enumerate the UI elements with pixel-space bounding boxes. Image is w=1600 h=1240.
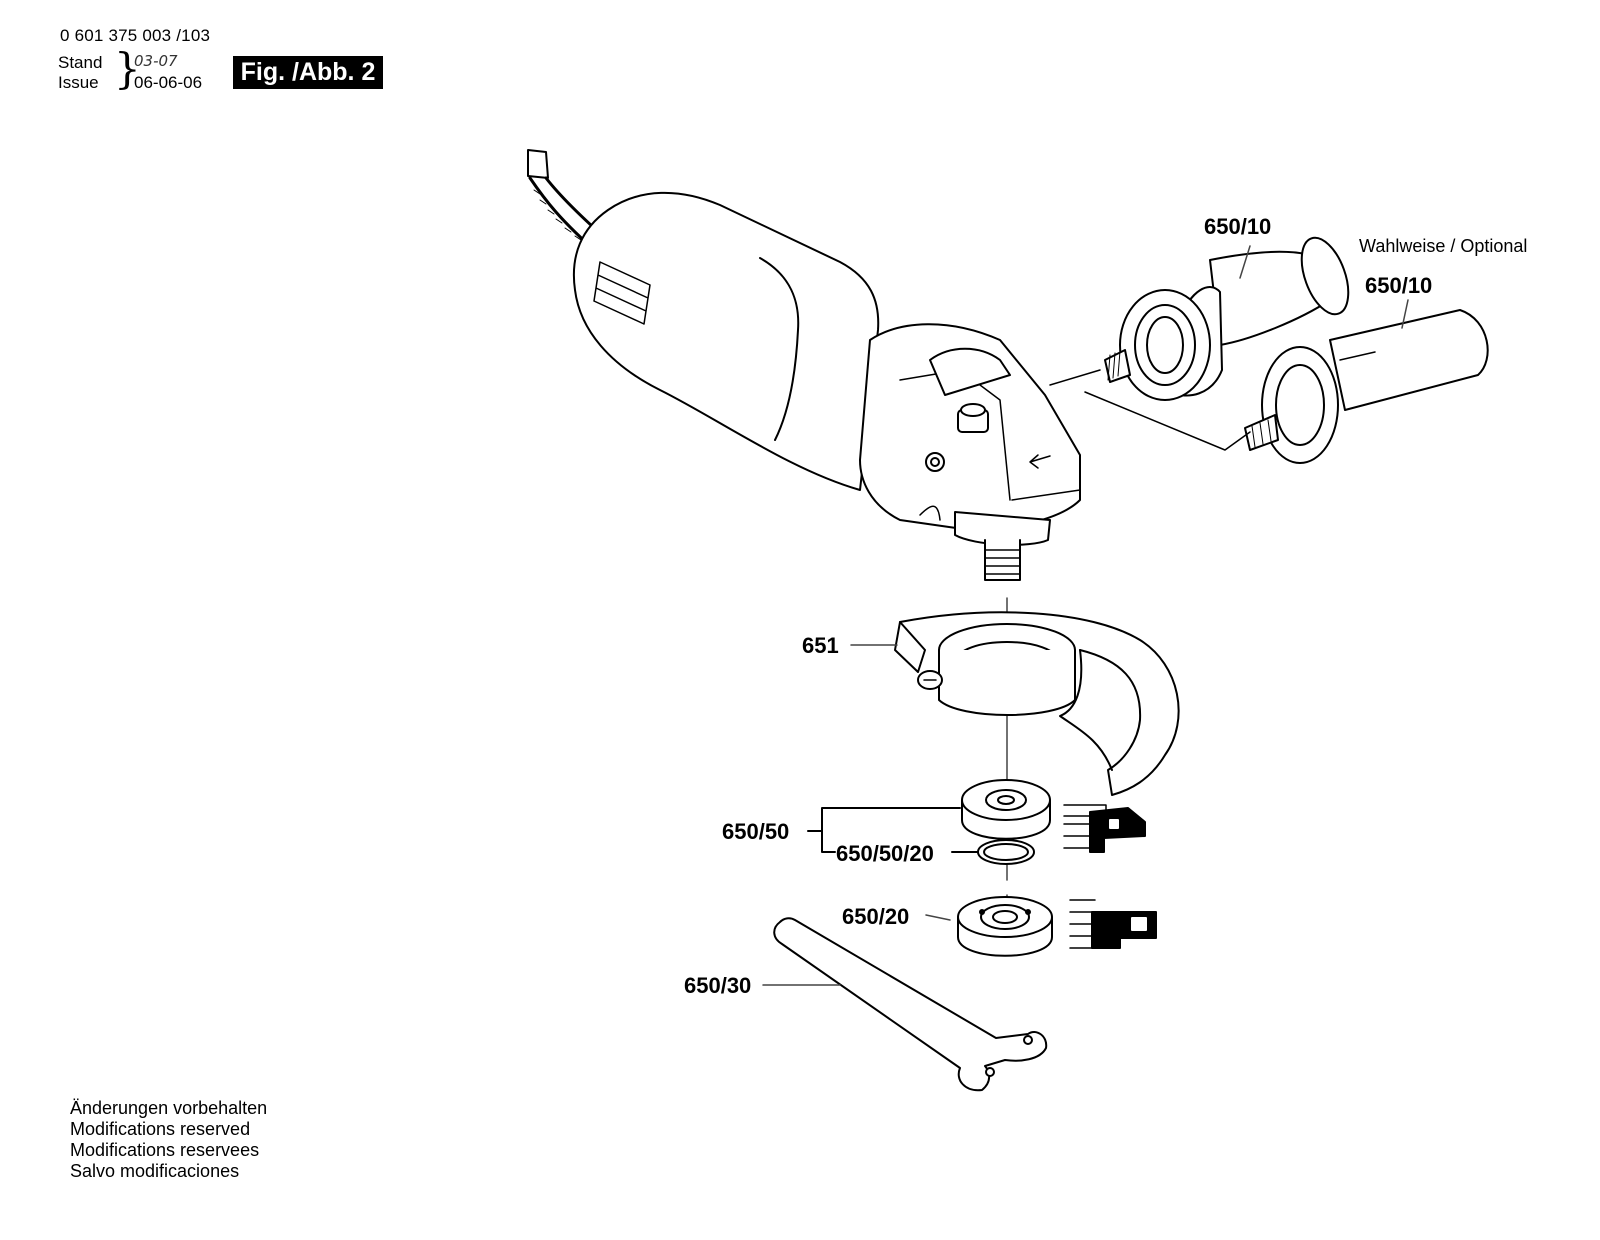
mounting-flange xyxy=(961,779,1051,840)
callout-650-20: 650/20 xyxy=(842,904,910,929)
stand-label: Stand xyxy=(58,53,103,72)
two-pin-spanner xyxy=(773,917,1048,1092)
flange-cross-section-icon xyxy=(1063,804,1146,853)
footer-line-fr: Modifications reservees xyxy=(70,1140,260,1160)
optional-handle-leader xyxy=(1084,391,1251,451)
leader-650-50-bracket xyxy=(807,807,979,853)
wheel-guard xyxy=(894,611,1180,796)
leader-650-20 xyxy=(925,914,951,921)
leader-650-10-b xyxy=(1401,299,1409,329)
issue-label: Issue xyxy=(58,73,99,92)
callout-650-50-20: 650/50/20 xyxy=(836,841,934,866)
footer-line-es: Salvo modificaciones xyxy=(70,1161,240,1181)
stand-value: 03-07 xyxy=(134,52,178,70)
callout-650-10-b: 650/10 xyxy=(1365,273,1433,298)
handle-axis-line xyxy=(1049,369,1101,386)
callout-650-30: 650/30 xyxy=(684,973,752,998)
footer-line-de: Änderungen vorbehalten xyxy=(70,1098,268,1118)
side-handle-upper xyxy=(1104,236,1350,401)
part-number: 0 601 375 003 /103 xyxy=(60,26,211,45)
brace-symbol: } xyxy=(114,44,141,93)
spindle xyxy=(954,511,1051,581)
nut-cross-section-icon xyxy=(1069,899,1157,949)
o-ring xyxy=(977,839,1035,865)
leader-650-10-a xyxy=(1239,245,1251,279)
motor-housing xyxy=(573,191,880,491)
clamping-nut xyxy=(957,896,1053,957)
figure-label: Fig. /Abb. 2 xyxy=(233,56,383,89)
callout-651: 651 xyxy=(802,633,839,658)
issue-value: 06-06-06 xyxy=(134,73,203,92)
callout-650-50: 650/50 xyxy=(722,819,790,844)
optional-label: Wahlweise / Optional xyxy=(1359,236,1528,256)
callout-650-10-a: 650/10 xyxy=(1204,214,1272,239)
side-handle-lower xyxy=(1244,309,1489,464)
gear-head xyxy=(859,323,1081,531)
footer-line-en: Modifications reserved xyxy=(70,1119,251,1139)
